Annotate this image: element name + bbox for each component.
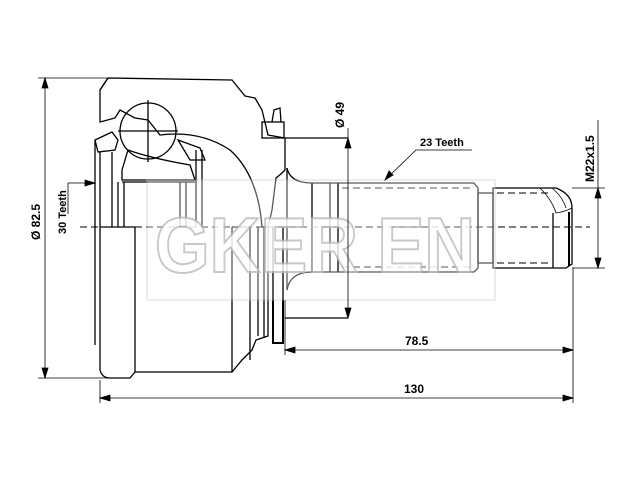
seal-diameter-label: Ø 49 xyxy=(333,102,347,128)
shaft-teeth-label: 23 Teeth xyxy=(420,137,464,149)
boot-seal xyxy=(261,121,285,139)
boot-clamp xyxy=(271,107,282,123)
ball xyxy=(118,100,178,162)
shaft-spline xyxy=(311,182,479,273)
total-length-label: 130 xyxy=(404,382,424,396)
inner-teeth-label: 30 Teeth xyxy=(57,190,69,234)
svg-text:GKER EN: GKER EN xyxy=(155,201,475,289)
inner-race xyxy=(121,149,196,181)
dimension-lines xyxy=(38,76,605,403)
threaded-end xyxy=(477,187,573,269)
inner-race-lines xyxy=(94,140,203,345)
watermark-logo: GKER EN xyxy=(146,179,496,301)
shaft-length-label: 78.5 xyxy=(405,334,429,348)
thread-label: M22x1.5 xyxy=(583,135,597,182)
housing-lower xyxy=(99,226,284,379)
stem-neck xyxy=(285,137,348,319)
outer-diameter-label: Ø 82.5 xyxy=(29,204,43,240)
housing-section xyxy=(99,77,286,228)
cage-section xyxy=(94,131,119,153)
